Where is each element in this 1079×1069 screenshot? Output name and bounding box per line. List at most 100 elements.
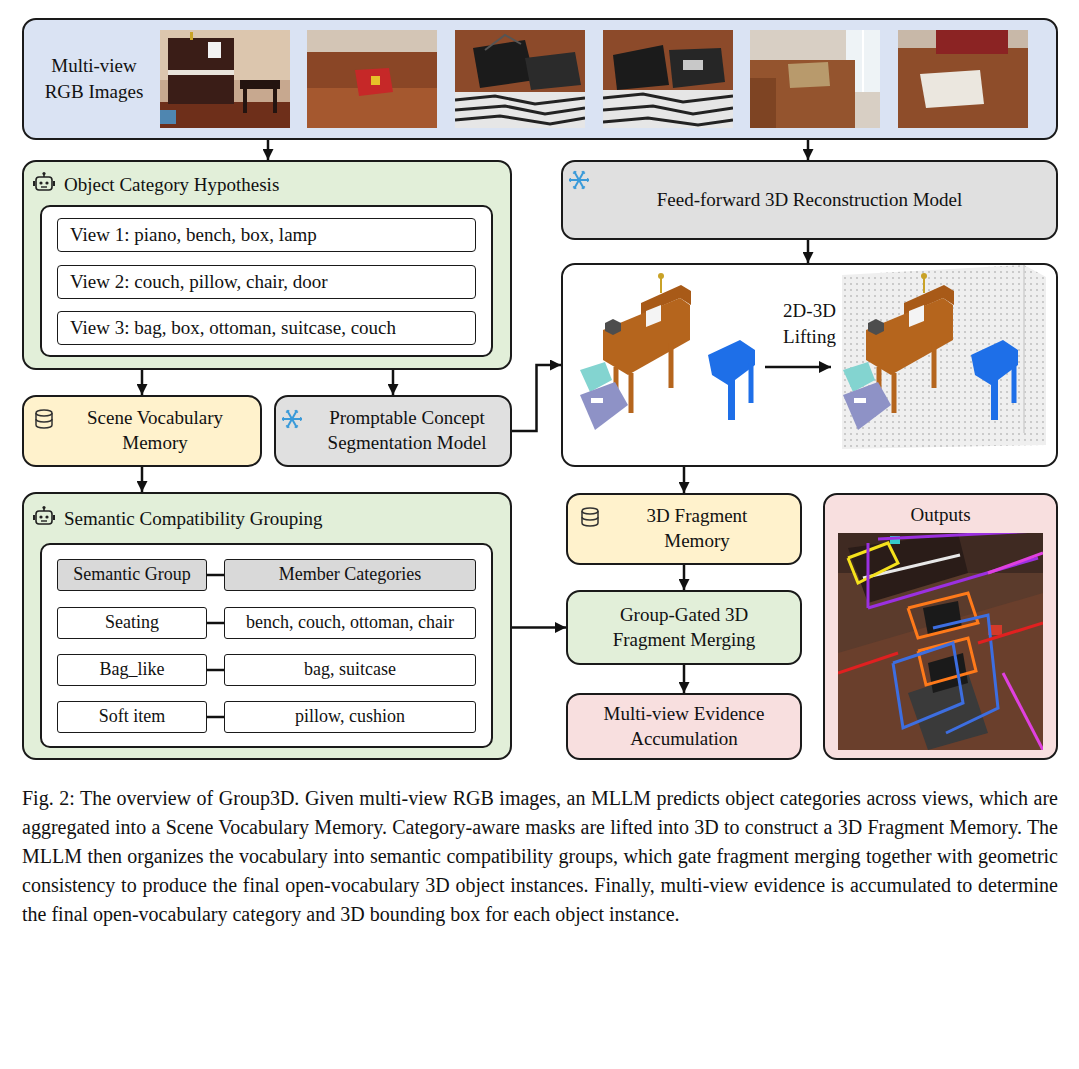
drawing-part [41, 520, 47, 521]
box-label: Member Categories [279, 563, 421, 586]
drawing-part [936, 30, 1008, 54]
drawing-part [307, 88, 437, 128]
drawing-part [583, 186, 585, 188]
arrow-connector [807, 240, 810, 263]
drawing-part [603, 30, 733, 128]
drawing-part [909, 305, 924, 327]
drawing-part [573, 186, 575, 188]
process-box: Member Categories [224, 559, 476, 591]
drawing-part [892, 373, 897, 413]
process-box: Seating [57, 607, 207, 639]
drawing-part [168, 38, 234, 104]
drawing-part [39, 515, 42, 518]
drawing-part [866, 298, 953, 375]
drawing-part [838, 531, 1043, 750]
drawing-part [750, 78, 776, 128]
drawing-part [307, 52, 437, 94]
drawing-part [160, 30, 290, 80]
drawing-part [307, 30, 437, 128]
illustration [22, 18, 1058, 140]
arrow-connector [683, 467, 686, 493]
drawing-part [603, 298, 690, 375]
drawing-part [160, 30, 290, 128]
arrow-connector [141, 467, 144, 492]
drawing-part [283, 419, 285, 421]
drawing-part [838, 533, 1043, 573]
drawing-part [988, 553, 1043, 573]
drawing-part [749, 363, 754, 403]
drawing-part [273, 89, 277, 113]
drawing-part [42, 172, 45, 175]
arrow-connector [392, 370, 395, 395]
drawing-part [53, 515, 55, 520]
drawing-part [641, 285, 691, 315]
drawing-part [45, 181, 48, 184]
drawing-part [603, 118, 733, 125]
drawing-part [838, 593, 1043, 750]
drawing-part [862, 30, 864, 92]
drawing-part [36, 177, 52, 190]
drawing-part [846, 30, 880, 92]
drawing-part [288, 426, 290, 427]
drawing-part [867, 543, 870, 608]
drawing-part [923, 601, 962, 635]
drawing-part [603, 106, 733, 114]
drawing-part [286, 411, 288, 413]
process-box: Soft item [57, 701, 207, 733]
drawing-part [455, 30, 585, 128]
drawing-part [1003, 673, 1043, 750]
arrow-connector [512, 365, 561, 431]
drawing-part [36, 413, 52, 428]
drawing-part [39, 181, 42, 184]
process-box: Outputs [823, 493, 1058, 760]
drawing-part [288, 410, 290, 411]
drawing-part [282, 418, 302, 420]
process-box: Scene Vocabulary Memory [22, 395, 262, 467]
box-label: View 1: piano, bench, box, lamp [70, 223, 317, 248]
drawing-part [921, 273, 927, 279]
drawing-part [575, 187, 577, 188]
box-label: Bag_like [100, 658, 165, 681]
drawing-part [455, 30, 585, 128]
box-label: Multi-view RGB Images [38, 53, 150, 105]
drawing-part [1012, 363, 1017, 403]
drawing-part [160, 30, 290, 128]
drawing-part [582, 508, 598, 514]
box-label: View 2: couch, pillow, chair, door [70, 270, 328, 295]
arrow-connector [683, 565, 686, 590]
drawing-part [904, 285, 954, 315]
drawing-part [33, 181, 35, 186]
drawing-part [485, 35, 521, 50]
drawing-part [580, 382, 628, 430]
drawing-part [286, 425, 288, 427]
box-label: Seating [105, 611, 159, 634]
drawing-part [208, 42, 221, 58]
drawing-part [603, 90, 733, 128]
arrow-connector [512, 626, 566, 629]
process-box: View 2: couch, pillow, chair, door [57, 265, 476, 299]
drawing-part [582, 187, 584, 188]
drawing-part [574, 171, 584, 188]
drawing-part [575, 171, 577, 172]
drawing-part [240, 80, 280, 89]
drawing-part [455, 96, 585, 104]
drawing-part [908, 673, 988, 750]
arrow-connector [207, 622, 224, 625]
drawing-part [582, 171, 584, 172]
drawing-part [890, 536, 900, 544]
drawing-part [573, 172, 575, 174]
drawing-part [160, 102, 290, 128]
drawing-part [582, 511, 598, 526]
box-label: Multi-view Evidence Accumulation [584, 702, 784, 751]
drawing-part [300, 417, 302, 419]
drawing-part [848, 543, 898, 583]
icon [280, 407, 304, 431]
caption-block: Fig. 2: The overview of Group3D. Given m… [22, 784, 1058, 929]
box-label: bag, suitcase [304, 658, 396, 681]
drawing-part [574, 171, 584, 188]
drawing-part [455, 92, 585, 128]
box-label: Object Category Hypothesis [64, 173, 279, 198]
drawing-part [708, 340, 755, 420]
drawing-part [928, 653, 968, 693]
drawing-part [190, 32, 193, 40]
